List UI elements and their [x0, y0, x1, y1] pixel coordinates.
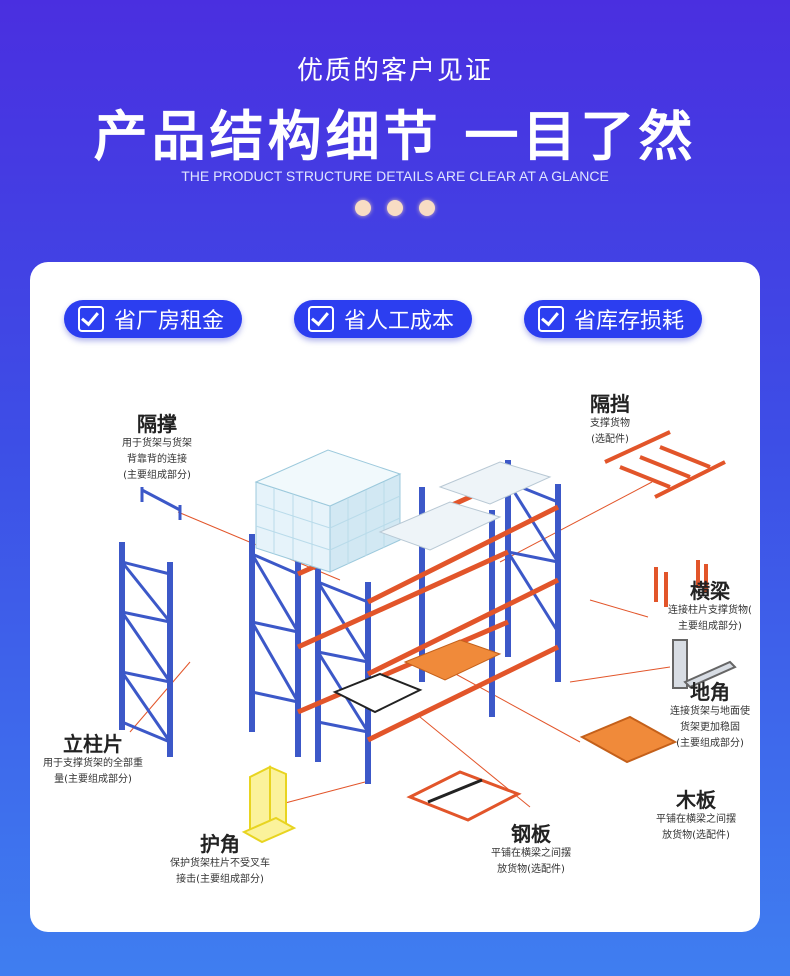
steel-panel-part — [406, 770, 522, 822]
label-desc: 接击(主要组成部分) — [176, 874, 264, 885]
label-guard: 护角 保护货架柱片不受叉车 接击(主要组成部分) — [155, 832, 285, 888]
steel-deck-in-rack — [332, 672, 423, 714]
badge-label: 省厂房租金 — [114, 309, 225, 334]
cargo-cartons — [254, 449, 402, 573]
label-title: 横梁 — [690, 579, 730, 603]
label-desc: (选配件) — [591, 434, 629, 445]
label-desc: 用于货架与货架 — [122, 438, 192, 449]
dot — [387, 200, 403, 216]
label-desc: 连接货架与地面使 — [670, 706, 750, 717]
structure-card: 省厂房租金 省人工成本 省库存损耗 — [30, 262, 760, 932]
label-desc: (主要组成部分) — [676, 738, 744, 749]
label-upright: 立柱片 用于支撑货架的全部重 量(主要组成部分) — [34, 732, 152, 788]
checkbox-icon — [78, 306, 104, 332]
corner-guard-part — [241, 765, 297, 844]
label-desc: 支撑货物 — [590, 418, 630, 429]
badge-save-labor: 省人工成本 — [294, 300, 473, 338]
label-desc: 量(主要组成部分) — [54, 774, 132, 785]
base-plate-part — [672, 639, 737, 689]
label-title: 木板 — [676, 788, 716, 812]
label-desc: 连接柱片支撑货物( — [668, 605, 752, 616]
wood-deck-in-rack — [403, 639, 502, 681]
divider-part — [604, 430, 726, 499]
label-corner: 地角 连接货架与地面使 货架更加稳固 (主要组成部分) — [660, 680, 760, 752]
label-desc: (主要组成部分) — [123, 470, 191, 481]
label-desc: 保护货架柱片不受叉车 — [170, 858, 270, 869]
label-title: 护角 — [200, 832, 240, 856]
label-wood: 木板 平铺在横梁之间摆 放货物(选配件) — [640, 788, 752, 844]
badge-label: 省人工成本 — [344, 309, 455, 334]
label-spacer: 隔撑 用于货架与货架 背靠背的连接 (主要组成部分) — [102, 412, 212, 484]
label-beam: 横梁 连接柱片支撑货物( 主要组成部分) — [660, 579, 760, 635]
label-desc: 放货物(选配件) — [662, 830, 730, 841]
label-desc: 货架更加稳固 — [680, 722, 740, 733]
label-title: 隔挡 — [590, 392, 630, 416]
label-divider: 隔挡 支撑货物 (选配件) — [572, 392, 648, 448]
label-desc: 主要组成部分) — [678, 621, 742, 632]
checkbox-icon — [308, 306, 334, 332]
rack-structure-illustration — [119, 430, 737, 844]
label-title: 地角 — [690, 680, 730, 704]
label-title: 钢板 — [511, 822, 551, 846]
label-desc: 平铺在横梁之间摆 — [491, 848, 571, 859]
label-desc: 背靠背的连接 — [127, 454, 187, 465]
page-subtitle-english: THE PRODUCT STRUCTURE DETAILS ARE CLEAR … — [181, 168, 609, 184]
badge-save-rent: 省厂房租金 — [64, 300, 243, 338]
page-subtitle: 优质的客户见证 — [296, 56, 493, 86]
label-steel: 钢板 平铺在横梁之间摆 放货物(选配件) — [475, 822, 587, 878]
label-desc: 平铺在横梁之间摆 — [656, 814, 736, 825]
label-title: 隔撑 — [137, 412, 177, 436]
decorative-dots — [0, 200, 790, 216]
page-title: 产品结构细节 一目了然 — [93, 105, 697, 168]
upright-frame-part — [119, 542, 173, 757]
label-desc: 放货物(选配件) — [497, 864, 565, 875]
spacer-part — [140, 487, 182, 520]
beam-part — [654, 560, 708, 607]
pallets — [378, 461, 552, 551]
checkbox-icon — [538, 306, 564, 332]
dot — [355, 200, 371, 216]
badge-save-loss: 省库存损耗 — [524, 300, 703, 338]
label-title: 立柱片 — [63, 732, 123, 756]
wood-board-part — [579, 715, 678, 764]
dot — [419, 200, 435, 216]
badge-label: 省库存损耗 — [574, 309, 685, 334]
label-desc: 用于支撑货架的全部重 — [43, 758, 143, 769]
